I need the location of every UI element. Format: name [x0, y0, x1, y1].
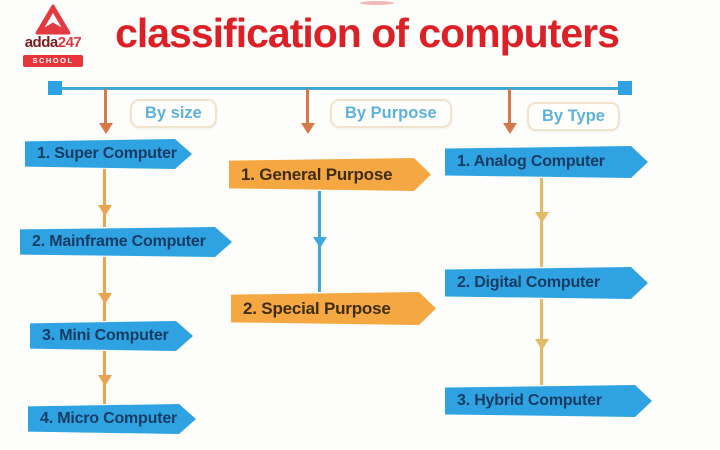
node-hybrid-computer: 3. Hybrid Computer — [445, 385, 652, 417]
node-general-purpose: 1. General Purpose — [229, 158, 431, 191]
node-mini-computer: 3. Mini Computer — [30, 321, 193, 351]
logo-brand-text: adda — [24, 34, 59, 51]
adda247-triangle-icon — [35, 4, 71, 35]
node-special-purpose: 2. Special Purpose — [231, 292, 436, 325]
page-title: classification of computers — [115, 10, 620, 56]
branch-label-by-type: By Type — [527, 102, 620, 131]
node-digital-computer: 2. Digital Computer — [445, 267, 648, 299]
node-analog-computer: 1. Analog Computer — [445, 146, 648, 178]
connector-type-1-2 — [534, 178, 549, 267]
node-micro-computer: 4. Micro Computer — [28, 404, 196, 434]
branch-arrow-by-type — [502, 89, 517, 134]
connector-purpose-1-2 — [312, 191, 327, 292]
trunk-line — [55, 87, 625, 90]
connector-size-3-4 — [97, 351, 112, 404]
branch-arrow-by-purpose — [300, 89, 315, 134]
connector-type-2-3 — [534, 299, 549, 385]
branch-arrow-by-size — [98, 89, 113, 134]
adda247-logo: adda247 SCHOOL — [14, 4, 92, 68]
trunk-endcap-left — [48, 81, 62, 95]
logo-brand-suffix: 247 — [57, 34, 82, 51]
connector-size-1-2 — [97, 169, 112, 227]
node-super-computer: 1. Super Computer — [25, 139, 192, 169]
connector-size-2-3 — [97, 257, 112, 321]
node-mainframe-computer: 2. Mainframe Computer — [20, 227, 232, 257]
branch-label-by-size: By size — [130, 99, 217, 128]
trunk-endcap-right — [618, 81, 632, 95]
artifact-mark — [360, 1, 394, 5]
logo-wordmark: adda247 — [14, 34, 92, 51]
logo-school-badge: SCHOOL — [23, 54, 83, 67]
branch-label-by-purpose: By Purpose — [330, 99, 452, 128]
